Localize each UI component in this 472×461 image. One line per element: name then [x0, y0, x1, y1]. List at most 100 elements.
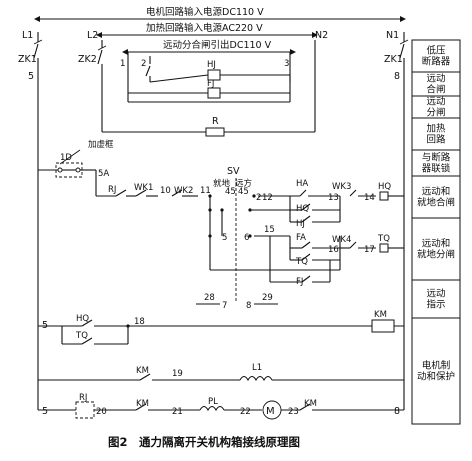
n23-label: 23 [288, 407, 299, 417]
node-3: 3 [284, 59, 289, 69]
n18-label: 18 [134, 317, 145, 327]
node-8-top: 8 [394, 71, 400, 82]
RJ-motor-label: RJ [79, 393, 87, 403]
legend-item-3-line-1: 远动 [426, 97, 445, 108]
n14-label: 14 [364, 193, 375, 203]
legend-item-3-line-2: 分闸 [426, 107, 445, 119]
n8b-label: 8 [246, 301, 251, 311]
heater-resistor [205, 127, 225, 137]
n5-line3: 5 [42, 406, 48, 417]
WK3-label: WK3 [332, 182, 351, 192]
motor-supply-label: 电机回路输入电源DC110 V [146, 6, 264, 18]
legend-item-9-line-2: 动和保护 [417, 371, 455, 383]
n10-label: 10 [160, 186, 171, 196]
n21-label: 21 [172, 407, 183, 417]
HJ-contact-label: HJ [296, 219, 305, 229]
figure-caption: 图2 通力隔离开关机构箱接线原理图 [108, 435, 300, 449]
frame-label: 加虚框 [88, 139, 114, 150]
5A-label: 5A [98, 169, 109, 179]
FA-label: FA [296, 233, 306, 243]
legend-item-2-line-2: 合闸 [426, 84, 445, 96]
R-label: R [212, 116, 219, 127]
n19-label: 19 [172, 369, 183, 379]
legend-rows: 低压断路器远动合闸远动分闸加热回路与断路器联锁远动和就地合闸远动和就地分闸远动指… [412, 45, 460, 383]
n17-label: 17 [364, 245, 375, 255]
WK1-label: WK1 [134, 183, 153, 193]
motor-M-label: M [266, 406, 275, 417]
legend-item-5-line-1: 与断路 [422, 152, 451, 164]
n45b-label: 45 [238, 187, 249, 197]
legend-item-5-line-2: 器联锁 [422, 163, 451, 175]
legend-item-4-line-1: 加热 [426, 123, 446, 135]
HQ-coil-label: HQ [378, 182, 391, 192]
n12-label: 12 [262, 193, 273, 203]
KM-coil [371, 319, 395, 333]
n8-bottom: 8 [394, 406, 400, 417]
WK2-label: WK2 [174, 186, 193, 196]
node-L1: L1 [22, 30, 33, 41]
TQ-contact-label: TQ [295, 257, 308, 267]
TQ-coil-label: TQ [377, 234, 390, 244]
HA-label: HA [296, 179, 308, 189]
KM-row3-label: KM [136, 399, 149, 409]
1D-label: 1D [60, 153, 72, 163]
legend-item-1-line-2: 断路器 [422, 56, 451, 68]
SV-label: SV [227, 166, 240, 177]
WK4-label: WK4 [332, 235, 351, 245]
legend-item-4-line-2: 回路 [426, 134, 446, 146]
node-N1: N1 [386, 30, 399, 41]
sv-local-label: 就地 [213, 178, 231, 189]
node-1: 1 [120, 59, 125, 69]
legend-item-9-line-1: 电机制 [422, 360, 451, 372]
n29-label: 29 [262, 293, 273, 303]
node-2: 2 [141, 59, 146, 69]
node-ZK1-left: ZK1 [18, 54, 37, 65]
n45a-label: 45 [225, 187, 236, 197]
RJ-contact-label: RJ [108, 185, 116, 195]
TQ-coil [379, 243, 389, 253]
KM-row3b-label: KM [304, 399, 317, 409]
remote-lead-label: 远动分合闸引出DC110 V [163, 39, 272, 51]
KM-row2-label: KM [136, 366, 149, 376]
FJ-relay-box [207, 87, 221, 99]
PL-inductor [199, 405, 225, 412]
HJ-label: HJ [207, 60, 216, 70]
n13-label: 13 [328, 193, 339, 203]
n20-label: 20 [96, 407, 107, 417]
PL-label: PL [208, 397, 218, 407]
n28-label: 28 [204, 293, 215, 303]
n6-label: 6 [244, 233, 249, 243]
node-5-top: 5 [28, 71, 34, 82]
legend-item-8-line-1: 远动 [426, 289, 445, 300]
legend-item-8-line-2: 指示 [426, 299, 445, 311]
L1-inductor [239, 375, 273, 382]
node-ZK2: ZK2 [78, 54, 97, 65]
TQ-motor-contact-label: TQ [75, 331, 88, 341]
legend-table [411, 39, 461, 425]
n5b-label: 5 [222, 233, 227, 243]
legend-item-7-line-2: 就地分闸 [417, 249, 455, 261]
node-ZK1-right: ZK1 [384, 54, 403, 65]
node-N2: N2 [315, 30, 328, 41]
legend-item-1-line-1: 低压 [426, 45, 446, 57]
n11-label: 11 [200, 186, 211, 196]
HQ-motor-contact-label: HQ [76, 314, 89, 324]
legend-item-6-line-1: 远动和 [422, 187, 451, 198]
KM-coil-label: KM [374, 310, 387, 320]
n16-label: 16 [328, 245, 339, 255]
legend-item-2-line-1: 远动 [426, 74, 445, 85]
HQ-coil [379, 191, 389, 201]
legend-item-6-line-2: 就地合闸 [417, 197, 455, 209]
L1-inductor-label: L1 [252, 363, 262, 373]
n7-label: 7 [222, 301, 227, 311]
node-L2: L2 [87, 30, 98, 41]
legend-item-7-line-1: 远动和 [422, 239, 451, 250]
n2b-label: 2 [256, 193, 261, 203]
n22-label: 22 [240, 407, 251, 417]
sv-remote-label: 远方 [235, 178, 252, 189]
RJ-thermal-frame [75, 401, 95, 419]
FJ-label: FJ [207, 79, 214, 89]
heater-supply-label: 加热回路输入电源AC220 V [146, 22, 263, 34]
n15-label: 15 [264, 225, 275, 235]
